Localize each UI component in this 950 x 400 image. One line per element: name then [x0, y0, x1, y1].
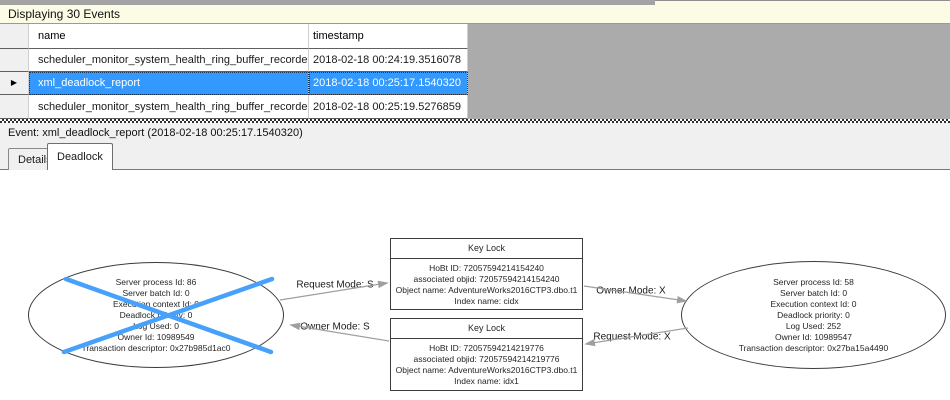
row-selector[interactable] [0, 49, 29, 72]
resource-node-keylock-cidx[interactable]: Key Lock HoBt ID: 72057594214154240 asso… [390, 238, 583, 310]
current-row-arrow-icon: ▶ [10, 78, 18, 87]
edge-label-request-x: Request Mode: X [593, 331, 671, 343]
column-header-name[interactable]: name [29, 24, 309, 49]
node-text-line: HoBt ID: 72057594214154240 [429, 263, 544, 273]
resource-title: Key Lock [391, 319, 582, 339]
node-text-line: Execution context Id: 0 [770, 298, 857, 309]
edge-label-request-s: Request Mode: S [296, 279, 374, 291]
event-summary-bar: Event: xml_deadlock_report (2018-02-18 0… [0, 123, 950, 143]
event-row-selected[interactable]: ▶ xml_deadlock_report 2018-02-18 00:25:1… [0, 72, 468, 95]
node-text-line: Transaction descriptor: 0x27b985d1ac0 [81, 342, 231, 353]
node-text-line: Object name: AdventureWorks2016CTP3.dbo.… [395, 365, 578, 375]
process-node-victim[interactable]: Server process Id: 86 Server batch Id: 0… [28, 262, 284, 368]
node-text-line: Server batch Id: 0 [779, 287, 848, 298]
node-text-line: Index name: cidx [454, 296, 519, 306]
event-timestamp-cell[interactable]: 2018-02-18 00:25:19.5276859 [309, 95, 468, 119]
top-divider [0, 0, 655, 5]
node-text-line: Server process Id: 86 [115, 276, 197, 287]
events-grid: name timestamp scheduler_monitor_system_… [0, 24, 950, 119]
event-name-cell[interactable]: scheduler_monitor_system_health_ring_buf… [29, 95, 309, 119]
node-text-line: associated objid: 72057594214219776 [413, 354, 560, 364]
node-text-line: Execution context Id: 0 [113, 298, 199, 309]
event-row[interactable]: scheduler_monitor_system_health_ring_buf… [0, 49, 468, 72]
node-text-line: Log Used: 252 [785, 320, 842, 331]
edge-label-owner-x: Owner Mode: X [596, 285, 666, 297]
node-text-line: associated objid: 72057594214154240 [413, 274, 560, 284]
node-text-line: Deadlock priority: 0 [777, 309, 850, 320]
node-text-line: Owner Id: 10989549 [117, 331, 195, 342]
event-name-cell[interactable]: scheduler_monitor_system_health_ring_buf… [29, 49, 309, 72]
tab-deadlock[interactable]: Deadlock [47, 143, 113, 170]
resource-title: Key Lock [391, 239, 582, 259]
node-text-line: Server batch Id: 0 [122, 287, 190, 298]
event-row[interactable]: scheduler_monitor_system_health_ring_buf… [0, 95, 468, 119]
pane-splitter[interactable] [0, 119, 950, 123]
node-text-line: Deadlock priority: 0 [119, 309, 193, 320]
process-node[interactable]: Server process Id: 58 Server batch Id: 0… [681, 261, 946, 369]
events-count-text: Displaying 30 Events [8, 7, 121, 21]
node-text-line: Server process Id: 58 [773, 276, 854, 287]
node-text-line: Owner Id: 10989547 [774, 331, 853, 342]
grid-corner-header[interactable] [0, 24, 29, 49]
resource-node-keylock-idx1[interactable]: Key Lock HoBt ID: 72057594214219776 asso… [390, 318, 583, 391]
column-header-timestamp[interactable]: timestamp [309, 24, 468, 49]
node-text-line: HoBt ID: 72057594214219776 [429, 343, 544, 353]
row-selector[interactable] [0, 95, 29, 119]
node-text-line: Index name: idx1 [454, 376, 519, 386]
node-text-line: Log Used: 0 [133, 320, 179, 331]
event-summary-text: Event: xml_deadlock_report (2018-02-18 0… [8, 127, 303, 139]
grid-header-row: name timestamp [0, 24, 468, 49]
detail-tabstrip: Details Deadlock [0, 143, 950, 170]
row-selector[interactable]: ▶ [0, 72, 29, 95]
node-text-line: Object name: AdventureWorks2016CTP3.dbo.… [395, 285, 578, 295]
event-timestamp-cell[interactable]: 2018-02-18 00:24:19.3516078 [309, 49, 468, 72]
node-text-line: Transaction descriptor: 0x27ba15a4490 [738, 342, 889, 353]
event-timestamp-cell[interactable]: 2018-02-18 00:25:17.1540320 [309, 72, 468, 95]
edge-label-owner-s: Owner Mode: S [300, 321, 370, 333]
event-name-cell[interactable]: xml_deadlock_report [29, 72, 309, 95]
